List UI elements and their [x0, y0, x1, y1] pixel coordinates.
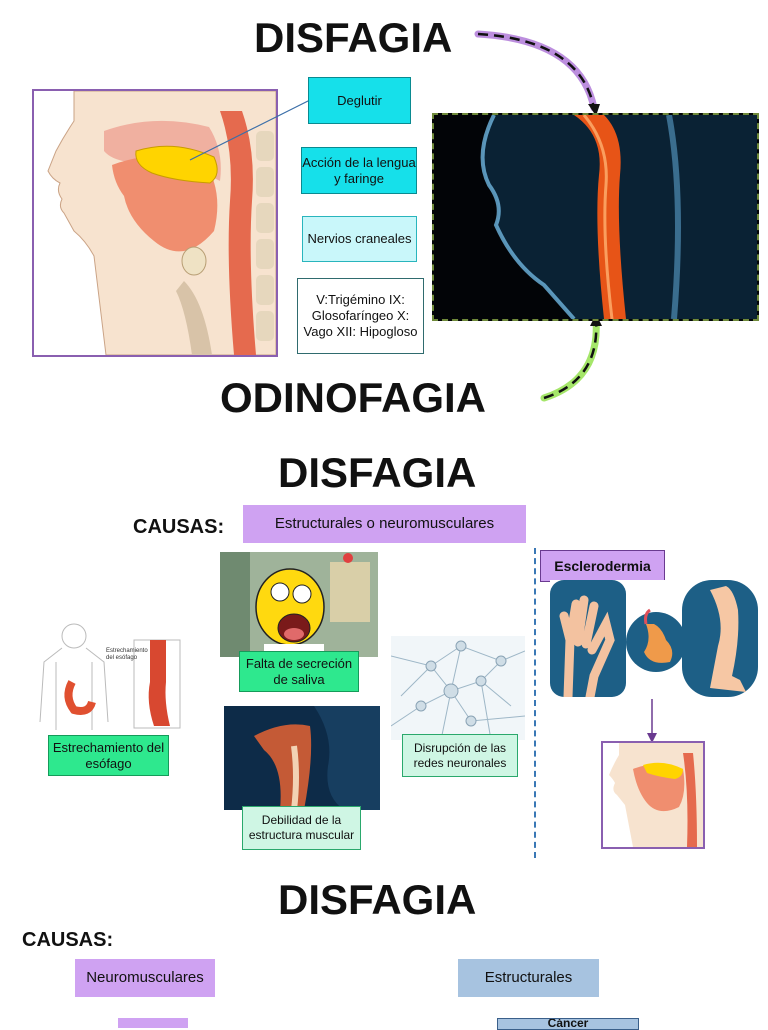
- homer-simpson-image: [220, 552, 378, 657]
- throat-anatomy-illustration: [32, 89, 278, 357]
- box-nervios-craneales: Nervios craneales: [302, 216, 417, 262]
- throat-anatomy-small-drawing: [603, 743, 703, 847]
- purple-arrow-glow: [474, 30, 598, 112]
- esclerodermia-illustration: [550, 580, 758, 697]
- box-nervios-list: V:Trigémino IX: Glosofaríngeo X: Vago XI…: [297, 278, 424, 354]
- purple-arrow-dashes: [477, 32, 596, 109]
- esophagus-body-drawing: [39, 623, 181, 730]
- box-estructurales: Estructurales: [458, 959, 599, 997]
- box-disrupcion-redes: Disrupción de las redes neuronales: [402, 734, 518, 777]
- slide2-title: DISFAGIA: [278, 449, 477, 496]
- slide1-title: DISFAGIA: [254, 14, 453, 61]
- box-deglutir: Deglutir: [308, 77, 411, 124]
- xray-neck-illustration: [432, 113, 759, 321]
- slide2-causas-label: CAUSAS:: [133, 516, 225, 538]
- box-falta-saliva: Falta de secreción de saliva: [239, 651, 359, 692]
- box-accion-lengua: Acción de la lengua y faringe: [301, 147, 417, 194]
- box-debilidad-muscular: Debilidad de la estructura muscular: [242, 806, 361, 850]
- box-neuromusculares: Neuromusculares: [75, 959, 215, 997]
- neck-sagittal-image: [224, 706, 380, 810]
- neural-network-drawing: [391, 636, 525, 740]
- green-arrow-dashes: [543, 319, 598, 400]
- throat-anatomy-small: [601, 741, 705, 849]
- slide1-connectors: [189, 30, 602, 402]
- slide2-divider: [534, 548, 536, 858]
- box-estrechamiento-esofago: Estrechamiento del esófago: [48, 735, 169, 776]
- box-esclerodermia: Esclerodermia: [540, 550, 665, 582]
- esclerodermia-arrow: [647, 699, 657, 743]
- homer-drawing: [220, 552, 378, 657]
- deglutir-pointer-line: [189, 99, 311, 161]
- neck-sagittal-drawing: [224, 706, 380, 810]
- xray-neck-drawing: [434, 115, 757, 319]
- neural-network-image: [391, 636, 525, 740]
- cut-box-right: Cáncer: [497, 1018, 639, 1030]
- esophagus-inset-label: Estrechamiento del esófago: [106, 648, 148, 661]
- slide3-causas-label: CAUSAS:: [22, 929, 114, 951]
- esophagus-narrowing-diagram: Estrechamiento del esófago: [34, 622, 184, 730]
- green-arrow-glow: [540, 316, 600, 402]
- throat-anatomy-drawing: [34, 91, 276, 355]
- cut-box-left: [118, 1018, 188, 1028]
- slide3-title: DISFAGIA: [278, 876, 477, 923]
- slide1-subtitle: ODINOFAGIA: [220, 374, 487, 421]
- esclerodermia-drawing: [550, 580, 758, 697]
- box-estructurales-neuromusculares: Estructurales o neuromusculares: [243, 505, 526, 543]
